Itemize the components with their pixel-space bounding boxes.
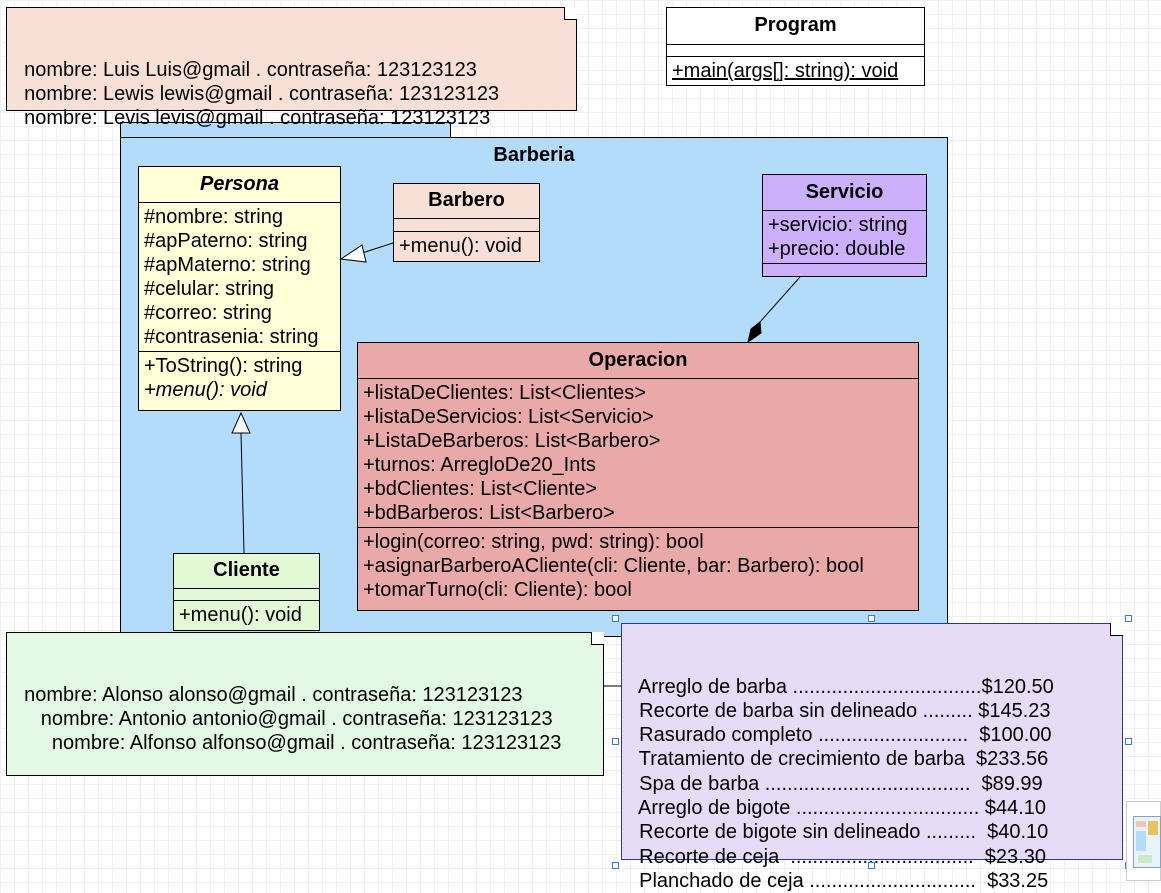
note-line: nombre: Antonio antonio@gmail . contrase… [24,708,553,730]
note-line: nombre: Alfonso alfonso@gmail . contrase… [24,732,562,754]
class-attributes: +servicio: string +precio: double [763,211,926,264]
method: +tomarTurno(cli: Cliente): bool [363,579,632,601]
note-fold-icon [1110,623,1123,636]
class-attributes [174,589,319,601]
attribute: #contrasenia: string [144,326,319,348]
resize-handle-sw[interactable] [612,862,619,869]
price-line: Recorte de bigote sin delineado ........… [639,821,1049,844]
minimap-thumbnail[interactable] [1126,801,1161,881]
method: +main(args[]: string): void [672,60,899,82]
resize-handle-ne[interactable] [1125,615,1132,622]
price-line: Rasurado completo ......................… [639,724,1052,747]
class-title: Cliente [174,554,319,589]
resize-handle-nw[interactable] [612,615,619,622]
attribute: #correo: string [144,302,272,324]
resize-handle-n[interactable] [868,615,875,622]
class-persona[interactable]: Persona #nombre: string #apPaterno: stri… [138,166,341,411]
minimap-block [1136,831,1146,851]
servicio-composition-diamond [747,321,762,344]
attribute: +precio: double [768,238,906,260]
method: +login(correo: string, pwd: string): boo… [363,531,704,553]
class-attributes: #nombre: string #apPaterno: string #apMa… [139,203,340,352]
cliente-inheritance-line [240,432,245,554]
servicio-composition-line [759,276,801,323]
note-fold-icon [591,632,604,645]
class-operacion[interactable]: Operacion +listaDeClientes: List<Cliente… [357,342,919,611]
class-title: Operacion [358,343,918,379]
method: +menu(): void [179,604,302,626]
barbers-note[interactable]: nombre: Luis Luis@gmail . contraseña: 12… [6,7,577,129]
class-methods: +login(correo: string, pwd: string): boo… [358,528,918,604]
class-title: Program [667,8,924,45]
package-title: Barberia [493,144,575,166]
minimap-block [1148,821,1158,835]
class-methods: +ToString(): string +menu(): void [139,352,340,404]
class-program[interactable]: Program +main(args[]: string): void [666,7,925,86]
attribute: +ListaDeBarberos: List<Barbero> [363,430,661,452]
package-tab[interactable] [120,122,451,139]
method: +asignarBarberoACliente(cli: Cliente, ba… [363,555,864,577]
attribute: #apMaterno: string [144,254,311,276]
barbero-inheritance-line [361,242,394,254]
resize-handle-s[interactable] [868,862,875,869]
price-line: Arreglo de barba .......................… [638,675,1054,698]
class-methods [763,264,926,274]
price-line: Recorte de ceja ........................… [639,845,1046,868]
attribute: +bdClientes: List<Cliente> [363,478,598,500]
method: +ToString(): string [144,355,303,377]
clients-note[interactable]: nombre: Alonso alonso@gmail . contraseña… [6,632,604,776]
attribute: +bdBarberos: List<Barbero> [363,502,615,524]
class-cliente[interactable]: Cliente +menu(): void [173,553,320,631]
attribute: +servicio: string [768,214,908,236]
barbero-inheritance-arrowhead [339,244,367,263]
class-attributes: +listaDeClientes: List<Clientes> +listaD… [358,379,918,528]
method: +menu(): void [144,379,267,401]
note-fold-icon [564,7,577,20]
attribute: +turnos: ArregloDe20_Ints [363,454,596,476]
price-line: Arreglo de bigote ......................… [638,797,1046,820]
class-methods: +main(args[]: string): void [667,57,924,85]
class-title: Barbero [394,184,539,219]
price-line: Tratamiento de crecimiento de barba $233… [638,748,1049,771]
resize-handle-e[interactable] [1125,738,1132,745]
note-line: nombre: Levis levis@gmail . contraseña: … [24,107,491,129]
minimap-block [1138,855,1152,863]
prices-note[interactable]: Arreglo de barba .......................… [621,623,1123,892]
price-line: Spa de barba ...........................… [639,772,1043,795]
class-servicio[interactable]: Servicio +servicio: string +precio: doub… [762,174,927,277]
attribute: +listaDeServicios: List<Servicio> [363,406,654,428]
attribute: #nombre: string [144,206,283,228]
class-methods: +menu(): void [394,232,539,260]
attribute: #apPaterno: string [144,230,308,252]
attribute: +listaDeClientes: List<Clientes> [363,382,646,404]
class-attributes [394,219,539,232]
cliente-inheritance-arrowhead [231,411,251,434]
class-barbero[interactable]: Barbero +menu(): void [393,183,540,262]
attribute: #celular: string [144,278,275,300]
price-line: Planchado de ceja ......................… [639,869,1049,892]
class-attributes [667,45,924,57]
note-line: nombre: Luis Luis@gmail . contraseña: 12… [24,59,477,81]
note-line: nombre: Alonso alonso@gmail . contraseña… [24,684,523,706]
method: +menu(): void [399,235,522,257]
price-line: Recorte de barba sin delineado .........… [639,699,1051,722]
minimap-viewport [1133,816,1161,868]
note-line: nombre: Lewis lewis@gmail . contraseña: … [24,83,500,105]
minimap-block [1136,821,1146,827]
class-title: Persona [139,167,340,203]
resize-handle-w[interactable] [612,738,619,745]
class-methods: +menu(): void [174,601,319,629]
class-title: Servicio [763,175,926,211]
